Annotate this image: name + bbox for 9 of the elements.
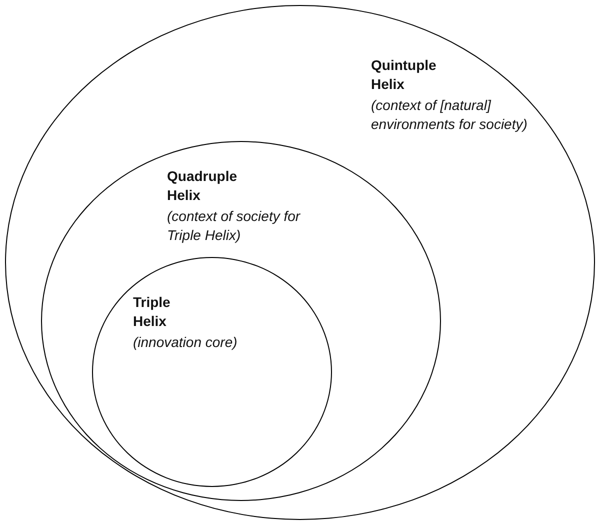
helix-ellipse [41, 141, 441, 501]
helix-title: Triple Helix [133, 293, 172, 331]
helix-description: (context of society for Triple Helix) [167, 207, 302, 245]
helix-ellipse [92, 257, 332, 487]
helix-description: (innovation core) [133, 333, 238, 352]
helix-description: (context of [natural] environments for society) [371, 96, 528, 134]
helix-title: Quadruple Helix [167, 167, 238, 205]
helix-ellipse [5, 5, 595, 520]
helix-title: Quintuple Helix [371, 56, 438, 94]
